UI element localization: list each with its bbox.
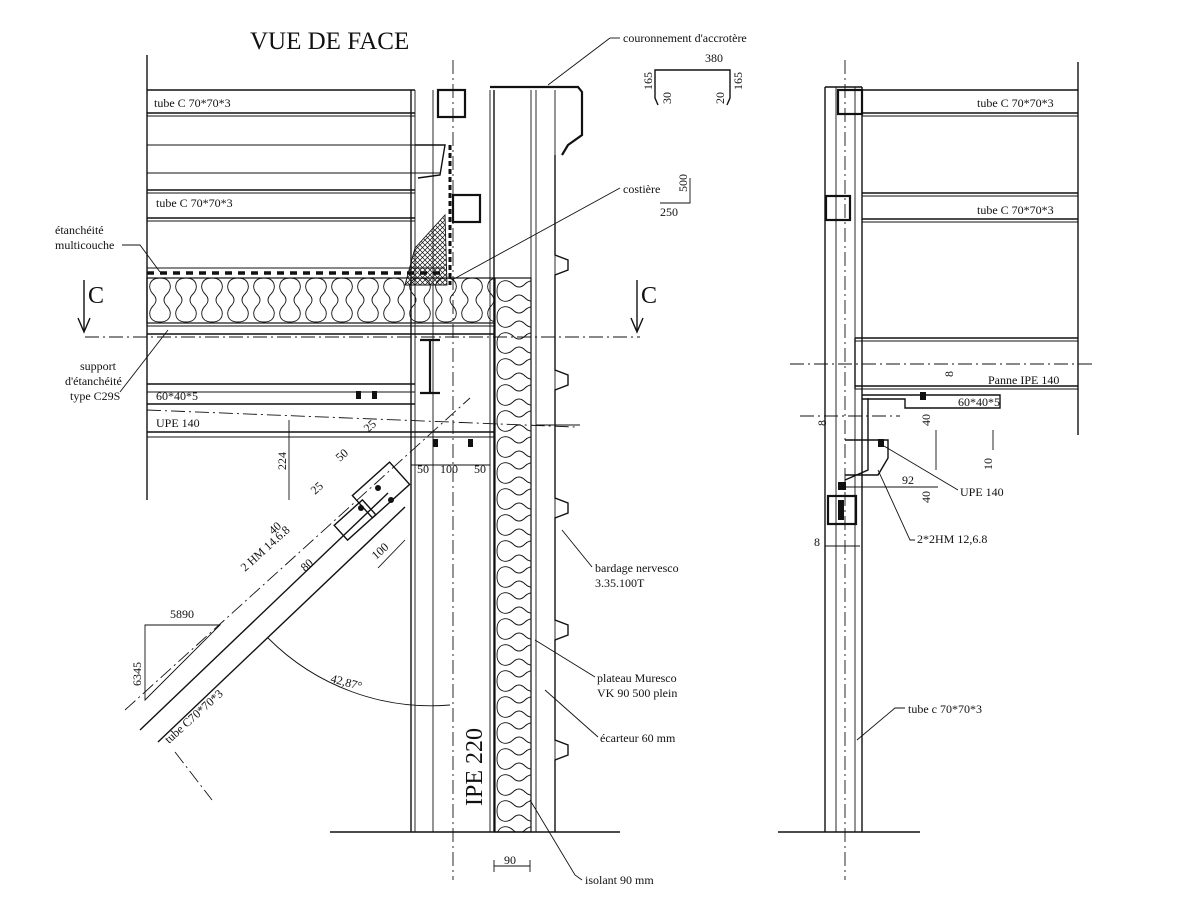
isolant-label: isolant 90 mm [585, 873, 654, 887]
cap-right-lip: 20 [713, 92, 727, 104]
side-bolts-leader [877, 469, 915, 541]
side-bolts-label: 2*2HM 12,6.8 [917, 532, 987, 546]
tube-section-top [436, 88, 467, 119]
upe-profile [147, 431, 494, 447]
bardage-profile [554, 155, 569, 832]
plateau-label-2: VK 90 500 plein [597, 686, 677, 700]
dim-80: 80 [298, 556, 316, 574]
costiere [404, 144, 452, 286]
side-dim-8c: 8 [814, 535, 820, 549]
side-view: tube C 70*70*3 tube C 70*70*3 Panne IPE … [778, 60, 1095, 880]
side-bracket [844, 398, 869, 481]
front-view: VUE DE FACE tube C 70*70*3 tube C 70*70*… [55, 28, 747, 887]
ecarteur-label: écarteur 60 mm [600, 731, 676, 745]
side-angle-profile [862, 394, 1001, 409]
dim-25a: 25 [308, 479, 326, 497]
side-dim-40b: 40 [919, 491, 933, 503]
cap-right-height: 165 [731, 72, 745, 90]
side-dim-10: 10 [981, 458, 995, 470]
costiere-height: 500 [676, 174, 690, 192]
side-tube-top-label: tube C 70*70*3 [977, 96, 1054, 110]
diagonal-brace [124, 397, 471, 801]
ipe-column [410, 90, 495, 832]
side-dim-8a: 8 [942, 371, 956, 377]
etancheite-label-2: multicouche [55, 238, 114, 252]
bardage-label-2: 3.35.100T [595, 576, 645, 590]
support-leader [119, 329, 169, 393]
costiere-width: 250 [660, 205, 678, 219]
tube-mid-label: tube C 70*70*3 [156, 196, 233, 210]
isolant-leader [529, 799, 583, 881]
section-mark-right: C [641, 283, 657, 309]
slope-horizontal: 5890 [170, 607, 194, 621]
plateau-leader [534, 639, 596, 678]
side-dim-92: 92 [902, 473, 914, 487]
tube-top-label: tube C 70*70*3 [154, 96, 231, 110]
side-tube-section-top [836, 88, 864, 116]
dim-224: 224 [275, 452, 289, 470]
couronnement-label: couronnement d'accrotère [623, 31, 747, 45]
side-upe-leader [883, 445, 959, 491]
diag-tube-label: tube C70*70*3 [162, 687, 226, 747]
dim-90: 90 [504, 853, 516, 867]
side-upe-profile [845, 439, 889, 476]
etancheite-membrane [147, 267, 445, 279]
side-dim-40a: 40 [919, 414, 933, 426]
section-arrow-right [630, 280, 644, 334]
angle-profile [147, 383, 415, 405]
cap-width: 380 [705, 51, 723, 65]
cap-left-height: 165 [641, 72, 655, 90]
side-tube-section-mid [824, 194, 852, 222]
view-title: VUE DE FACE [250, 28, 409, 55]
dim-100b: 100 [369, 540, 392, 562]
etancheite-leader [122, 244, 161, 273]
side-dim-8b: 8 [815, 420, 829, 426]
side-tube-col-label: tube c 70*70*3 [908, 702, 982, 716]
etancheite-label-1: étanchéité [55, 223, 104, 237]
slope-vertical: 6345 [130, 662, 144, 686]
bolts-label: 2 HM 14.6.8 [238, 523, 293, 574]
side-angle-label: 60*40*5 [958, 395, 1000, 409]
upe-label: UPE 140 [156, 416, 200, 430]
cap-detail: 380 165 165 30 20 [641, 51, 745, 106]
dim-50a: 50 [417, 462, 429, 476]
tube-beam-top [147, 89, 415, 117]
costiere-detail: 500 250 [660, 174, 691, 219]
bardage-leader [561, 529, 593, 568]
angle-arc [267, 637, 451, 707]
side-tube-mid-label: tube C 70*70*3 [977, 203, 1054, 217]
tube-section-mid [451, 193, 482, 224]
dim-50c: 50 [333, 446, 351, 464]
side-tube-col-leader [856, 707, 905, 741]
side-tube-section-low [826, 494, 858, 526]
ipe-label: IPE 220 [462, 728, 488, 806]
coping-cap [490, 37, 620, 156]
support-label-3: type C29S [70, 389, 120, 403]
angle-profile-label: 60*40*5 [156, 389, 198, 403]
tube-beam-mid [147, 189, 415, 222]
dim-50b: 50 [474, 462, 486, 476]
plateau-label-1: plateau Muresco [597, 671, 677, 685]
wall-insulation [494, 277, 532, 833]
side-upe-label: UPE 140 [960, 485, 1004, 499]
slope-triangle [144, 624, 222, 702]
support-label-2: d'étanchéité [65, 374, 122, 388]
roof-insulation [146, 277, 495, 324]
section-arrow-left [77, 280, 91, 334]
dim-100a: 100 [440, 462, 458, 476]
ecarteur-leader [544, 689, 599, 738]
panne-label: Panne IPE 140 [988, 373, 1059, 387]
costiere-label: costière [623, 182, 660, 196]
bardage-label-1: bardage nervesco [595, 561, 679, 575]
support-label-1: support [80, 359, 117, 373]
section-mark-left: C [88, 283, 104, 309]
cap-left-lip: 30 [660, 92, 674, 104]
